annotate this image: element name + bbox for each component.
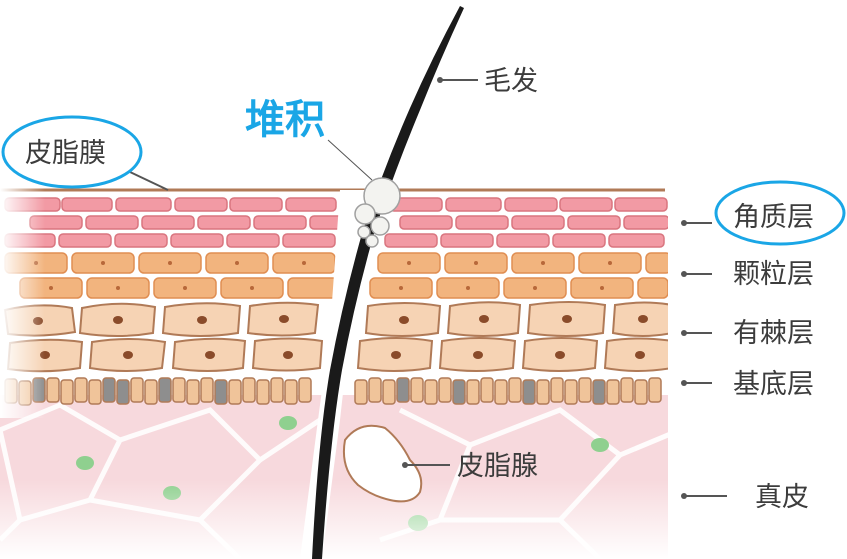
sebum-film-highlight-ellipse: [1, 115, 143, 189]
sebaceous-gland: [342, 424, 423, 503]
label-stratum-corneum: 角质层: [733, 202, 814, 233]
label-stratum-basale: 基底层: [733, 369, 814, 400]
label-sebum-film: 皮脂膜: [25, 138, 106, 169]
dermis-layer: [0, 395, 668, 559]
label-accumulation: 堆积: [245, 97, 325, 143]
label-stratum-spinosum: 有棘层: [733, 318, 814, 349]
label-sebaceous-gland: 皮脂腺: [457, 451, 538, 482]
label-dermis: 真皮: [755, 482, 809, 513]
label-stratum-granulosum: 颗粒层: [733, 259, 814, 290]
label-hair: 毛发: [484, 66, 538, 97]
stratum-corneum-highlight-ellipse: [714, 180, 846, 246]
accumulation-bubbles: [354, 177, 401, 248]
